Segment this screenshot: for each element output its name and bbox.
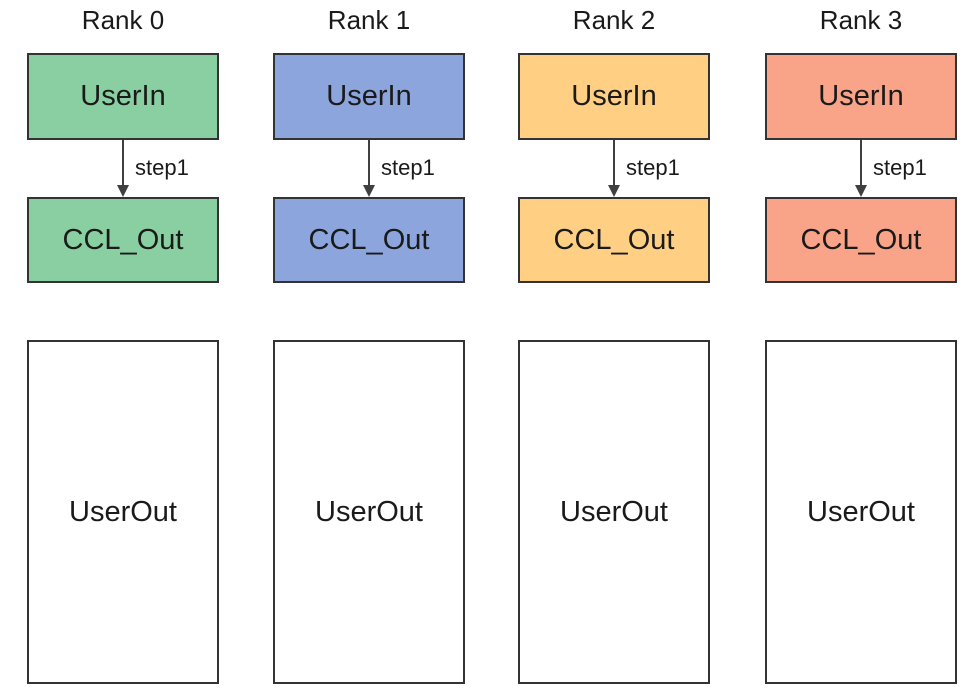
- userout-box: UserOut: [27, 340, 219, 684]
- userout-label: UserOut: [560, 495, 668, 528]
- cclout-label: CCL_Out: [308, 223, 430, 256]
- cclout-label: CCL_Out: [553, 223, 675, 256]
- arrow-head-icon: [117, 185, 129, 197]
- arrow-line: [368, 140, 370, 187]
- userout-box: UserOut: [273, 340, 465, 684]
- step-arrow: step1: [273, 140, 465, 197]
- userout-label: UserOut: [807, 495, 915, 528]
- arrow-line: [613, 140, 615, 187]
- arrow-head-icon: [363, 185, 375, 197]
- userin-box: UserIn: [765, 53, 957, 140]
- rank-title: Rank 3: [819, 5, 903, 35]
- step-label: step1: [626, 155, 680, 180]
- userout-box: UserOut: [518, 340, 710, 684]
- rank-column-2: Rank 2 UserIn step1 CCL_Out UserOut: [518, 0, 710, 698]
- userin-label: UserIn: [326, 80, 412, 112]
- step-arrow: step1: [518, 140, 710, 197]
- step-arrow: step1: [27, 140, 219, 197]
- userin-box: UserIn: [273, 53, 465, 140]
- cclout-box: CCL_Out: [273, 197, 465, 283]
- cclout-box: CCL_Out: [765, 197, 957, 283]
- userout-label: UserOut: [69, 495, 177, 528]
- cclout-label: CCL_Out: [62, 223, 184, 256]
- cclout-box: CCL_Out: [27, 197, 219, 283]
- rank-column-0: Rank 0 UserIn step1 CCL_Out UserOut: [27, 0, 219, 698]
- arrow-head-icon: [855, 185, 867, 197]
- cclout-box: CCL_Out: [518, 197, 710, 283]
- rank-title: Rank 1: [327, 5, 411, 35]
- arrow-head-icon: [608, 185, 620, 197]
- step-label: step1: [381, 155, 435, 180]
- userout-label: UserOut: [315, 495, 423, 528]
- step-label: step1: [135, 155, 189, 180]
- userin-box: UserIn: [518, 53, 710, 140]
- userin-label: UserIn: [571, 80, 657, 112]
- rank-column-3: Rank 3 UserIn step1 CCL_Out UserOut: [765, 0, 957, 698]
- cclout-label: CCL_Out: [800, 223, 922, 256]
- arrow-line: [122, 140, 124, 187]
- rank-title: Rank 2: [572, 5, 656, 35]
- userin-box: UserIn: [27, 53, 219, 140]
- userout-box: UserOut: [765, 340, 957, 684]
- step-label: step1: [873, 155, 927, 180]
- step-arrow: step1: [765, 140, 957, 197]
- rank-column-1: Rank 1 UserIn step1 CCL_Out UserOut: [273, 0, 465, 698]
- arrow-line: [860, 140, 862, 187]
- userin-label: UserIn: [818, 80, 904, 112]
- userin-label: UserIn: [80, 80, 166, 112]
- rank-title: Rank 0: [81, 5, 165, 35]
